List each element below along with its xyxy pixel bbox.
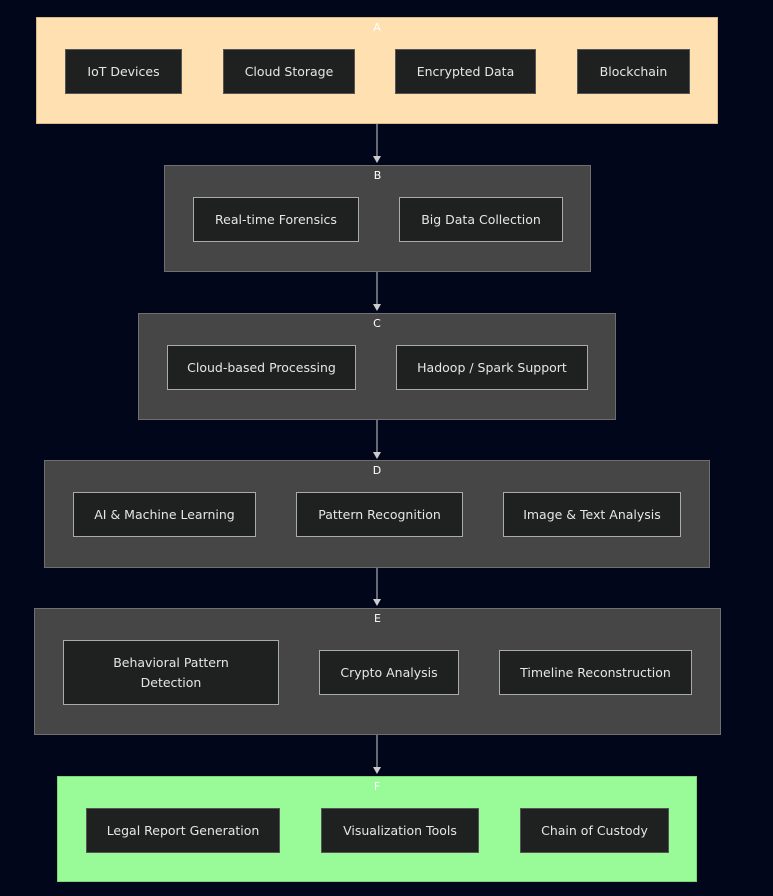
- group-d-label: D: [372, 464, 382, 477]
- node-real-time-forensics[interactable]: Real-time Forensics: [193, 197, 359, 242]
- group-f: F Legal Report Generation Visualization …: [57, 776, 697, 882]
- node-chain-of-custody[interactable]: Chain of Custody: [520, 808, 669, 853]
- node-image-text-analysis[interactable]: Image & Text Analysis: [503, 492, 681, 537]
- group-a: A IoT Devices Cloud Storage Encrypted Da…: [36, 17, 718, 124]
- group-b-label: B: [373, 169, 382, 182]
- node-cloud-based-processing[interactable]: Cloud-based Processing: [167, 345, 356, 390]
- node-crypto-analysis[interactable]: Crypto Analysis: [319, 650, 459, 695]
- group-e: E Behavioral Pattern Detection Crypto An…: [34, 608, 721, 735]
- node-ai-machine-learning[interactable]: AI & Machine Learning: [73, 492, 256, 537]
- node-timeline-reconstruction[interactable]: Timeline Reconstruction: [499, 650, 692, 695]
- node-iot-devices[interactable]: IoT Devices: [65, 49, 182, 94]
- group-d: D AI & Machine Learning Pattern Recognit…: [44, 460, 710, 568]
- node-hadoop-spark-support[interactable]: Hadoop / Spark Support: [396, 345, 588, 390]
- group-a-label: A: [373, 21, 381, 34]
- group-c: C Cloud-based Processing Hadoop / Spark …: [138, 313, 616, 420]
- node-visualization-tools[interactable]: Visualization Tools: [321, 808, 479, 853]
- node-big-data-collection[interactable]: Big Data Collection: [399, 197, 563, 242]
- node-blockchain[interactable]: Blockchain: [577, 49, 690, 94]
- group-e-label: E: [374, 612, 381, 625]
- group-b: B Real-time Forensics Big Data Collectio…: [164, 165, 591, 272]
- group-f-label: F: [373, 780, 381, 793]
- node-pattern-recognition[interactable]: Pattern Recognition: [296, 492, 463, 537]
- node-legal-report-generation[interactable]: Legal Report Generation: [86, 808, 280, 853]
- group-c-label: C: [373, 317, 381, 330]
- node-cloud-storage[interactable]: Cloud Storage: [223, 49, 355, 94]
- node-behavioral-pattern-detection[interactable]: Behavioral Pattern Detection: [63, 640, 279, 705]
- node-encrypted-data[interactable]: Encrypted Data: [395, 49, 536, 94]
